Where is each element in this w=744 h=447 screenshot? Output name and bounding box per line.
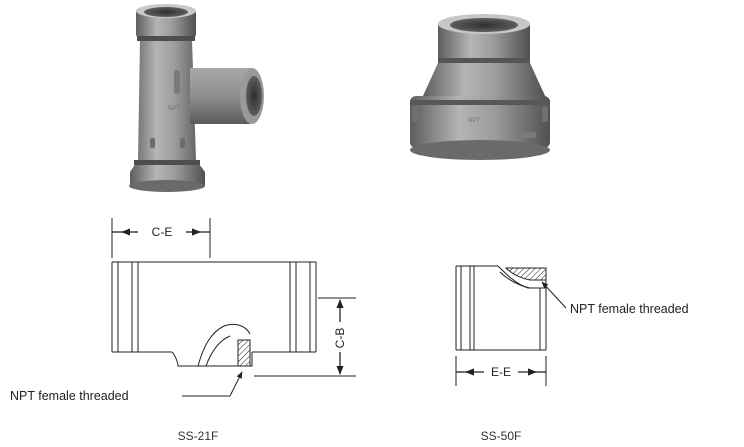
reducer-casting-text: NPT: [468, 118, 480, 124]
tee-drawing: C-E C-B NPT female threaded SS-21F: [10, 218, 356, 443]
tee-casting-text: NPT: [168, 106, 180, 112]
tee-model-label: SS-21F: [178, 429, 219, 443]
reducer-photo: NPT: [410, 14, 550, 160]
reducer-model-label: SS-50F: [481, 429, 522, 443]
tee-npt-note: NPT female threaded: [10, 389, 129, 403]
tee-width-dimension: C-E: [152, 225, 173, 239]
reducer-width-dimension: E-E: [491, 365, 511, 379]
tee-photo: NPT: [129, 4, 264, 192]
reducer-drawing: E-E NPT female threaded SS-50F: [455, 265, 689, 443]
tee-height-dimension: C-B: [333, 328, 347, 349]
reducer-npt-note: NPT female threaded: [570, 302, 689, 316]
